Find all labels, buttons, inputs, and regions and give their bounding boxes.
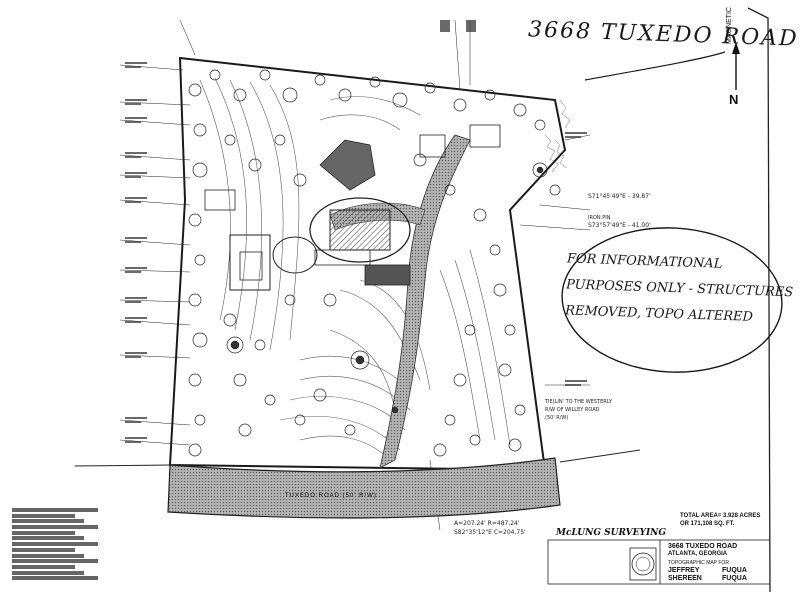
owner-2-first: SHEREEN bbox=[668, 575, 702, 582]
total-area-line-2: OR 171,108 SQ. FT. bbox=[680, 521, 735, 527]
legend-row bbox=[12, 570, 84, 575]
sheet-border bbox=[747, 7, 771, 593]
driveway bbox=[379, 134, 471, 469]
motor-court bbox=[309, 197, 411, 263]
tuxedo-road bbox=[167, 457, 561, 519]
north-arrow-icon bbox=[732, 42, 740, 90]
terrace bbox=[314, 249, 371, 266]
legend-row bbox=[12, 564, 75, 569]
pool-deck bbox=[229, 234, 271, 291]
informational-note: FOR INFORMATIONAL PURPOSES ONLY - STRUCT… bbox=[565, 246, 794, 331]
shed bbox=[204, 189, 236, 211]
legend-row bbox=[12, 576, 98, 581]
tie-line-note-2: R/W OF WILLEY ROAD bbox=[545, 407, 600, 413]
tie-line-note-1: TIE(LIN' TO THE WESTERLY bbox=[545, 399, 612, 405]
garage bbox=[364, 264, 411, 286]
rear-structure bbox=[319, 139, 376, 191]
legend-row bbox=[12, 542, 98, 547]
legend-row bbox=[12, 553, 84, 558]
note-circle bbox=[561, 227, 783, 373]
bearing-label-2: S73°57'49"E - 41.00' bbox=[588, 222, 651, 229]
property-boundary bbox=[168, 56, 567, 472]
address-underline bbox=[584, 51, 726, 81]
legend-row bbox=[12, 530, 75, 535]
road-extension-line-east bbox=[559, 449, 641, 463]
callout-lines bbox=[119, 19, 591, 531]
north-arrow-label: MAGNETIC bbox=[726, 7, 733, 44]
legend-row bbox=[12, 547, 75, 552]
iron-pin-label: IRON PIN bbox=[588, 215, 611, 221]
legend-row bbox=[12, 536, 84, 541]
title-block-frame bbox=[547, 539, 771, 585]
patio bbox=[272, 236, 318, 274]
outbuilding bbox=[469, 124, 501, 148]
curve-data-1: A=207.24' R=487.24' bbox=[454, 520, 520, 527]
owner-1-last: FUQUA bbox=[722, 567, 747, 574]
legend-row bbox=[12, 508, 98, 512]
north-letter: N bbox=[729, 92, 739, 107]
legend-row bbox=[12, 513, 75, 518]
specimen-trees bbox=[230, 166, 544, 414]
woodland-edge bbox=[544, 99, 571, 173]
legend-row bbox=[12, 559, 98, 564]
surveyor-seal-icon bbox=[631, 552, 655, 576]
callout-label-marks bbox=[125, 20, 587, 443]
owner-1-first: JEFFREY bbox=[668, 567, 700, 574]
pool bbox=[239, 251, 263, 281]
house-footprint bbox=[329, 209, 391, 251]
prepared-for-label: TOPOGRAPHIC MAP FOR bbox=[668, 560, 729, 566]
bearing-label-1: S71°45'49"E - 39.87' bbox=[588, 193, 651, 200]
site-address-line-2: ATLANTA, GEORGIA bbox=[668, 551, 728, 557]
tie-line-note-3: (50' R/W) bbox=[545, 415, 569, 421]
legend-row bbox=[12, 525, 98, 530]
legend-block bbox=[12, 508, 102, 582]
legend-row bbox=[12, 519, 84, 524]
site-address-line-1: 3668 TUXEDO ROAD bbox=[668, 543, 738, 550]
surveying-firm-logo: McLUNG SURVEYING bbox=[556, 528, 667, 538]
outbuilding-2 bbox=[419, 134, 446, 158]
topo-contours bbox=[199, 77, 511, 461]
total-area-line-1: TOTAL AREA= 3.928 ACRES bbox=[680, 513, 761, 519]
curve-data-2: S82°35'12"E C=204.75' bbox=[454, 529, 526, 536]
trees bbox=[188, 69, 561, 457]
road-extension-line bbox=[74, 464, 171, 467]
road-label: TUXEDO ROAD (50' R/W) bbox=[285, 493, 377, 499]
owner-2-last: FUQUA bbox=[722, 575, 747, 582]
